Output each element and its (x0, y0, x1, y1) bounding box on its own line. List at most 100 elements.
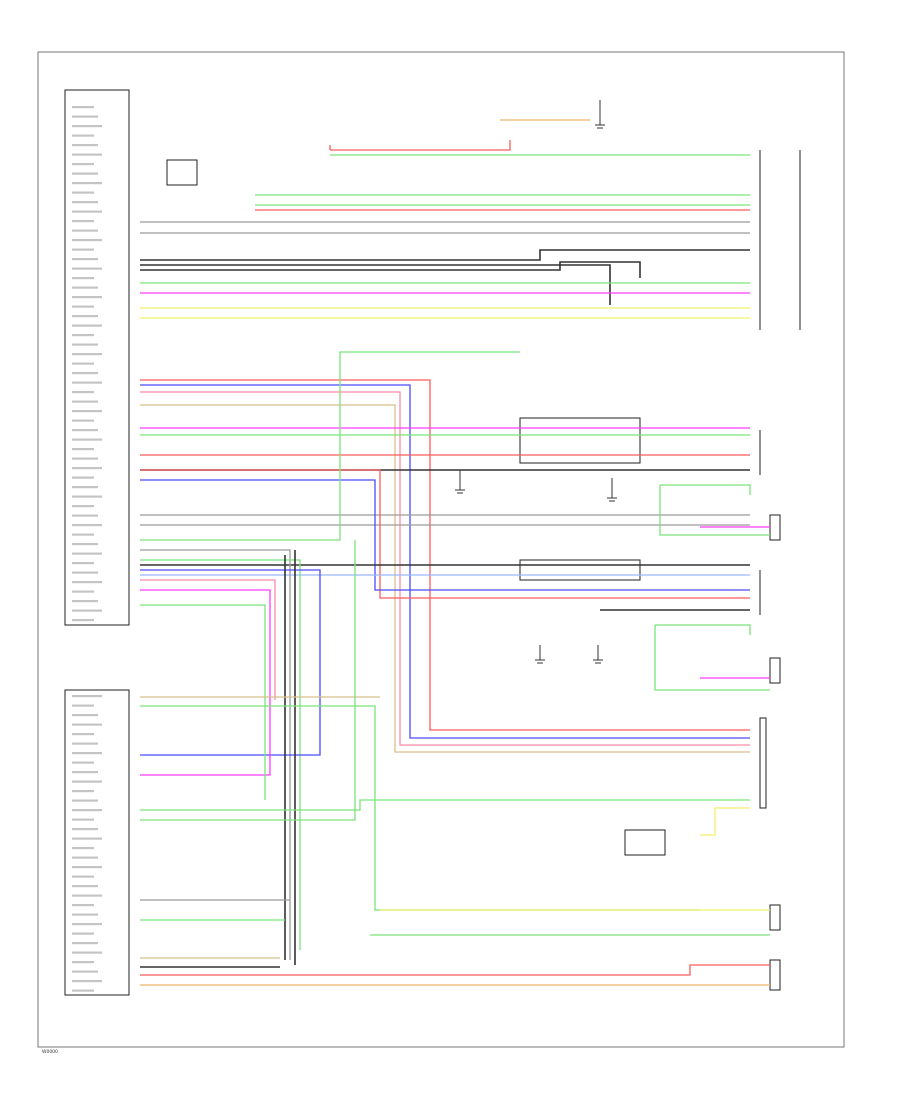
pin-label-mark (72, 486, 98, 489)
pin-label-mark (72, 752, 102, 755)
pin-label-mark (72, 248, 94, 251)
right-tweeter-symbol (769, 657, 781, 684)
right-rear-speaker-symbol (769, 959, 781, 991)
pin-label-mark (72, 989, 94, 992)
pin-label-mark (72, 391, 94, 394)
pin-label-mark (72, 809, 102, 812)
pin-label-mark (72, 581, 102, 584)
pin-label-mark (72, 885, 98, 888)
pin-label-mark (72, 381, 102, 384)
wire-32 (654, 624, 770, 691)
pin-label-mark (72, 134, 94, 137)
pin-label-mark (72, 400, 98, 403)
wire-37 (140, 569, 321, 756)
left-tweeter-symbol (769, 514, 781, 541)
pin-label-mark (72, 847, 94, 850)
pin-label-mark (72, 932, 94, 935)
pin-label-mark (72, 125, 102, 128)
pin-label-mark (72, 714, 98, 717)
pin-label-mark (72, 353, 102, 356)
pin-label-mark (72, 372, 98, 375)
wire-16 (140, 384, 750, 739)
pin-label-mark (72, 818, 94, 821)
pin-label-mark (72, 923, 102, 926)
pin-label-mark (72, 619, 94, 622)
pin-label-mark (72, 904, 94, 907)
wire-53 (700, 807, 750, 836)
pin-label-mark (72, 229, 98, 232)
pin-label-mark (72, 410, 102, 413)
relay-box-upper (519, 417, 641, 464)
pin-label-mark (72, 552, 102, 555)
pin-label-mark (72, 457, 98, 460)
pin-label-mark (72, 913, 98, 916)
ground-symbols (455, 100, 617, 664)
pin-label-mark (72, 828, 98, 831)
wires-group (140, 119, 770, 986)
navigation-unit-box (64, 89, 130, 626)
pin-label-mark (72, 733, 94, 736)
pin-label-mark (72, 362, 94, 365)
wire-25 (140, 469, 750, 599)
pin-label-mark (72, 467, 102, 470)
pin-label-mark (72, 533, 94, 536)
pin-label-mark (72, 970, 98, 973)
pin-label-mark (72, 980, 102, 983)
pin-label-mark (72, 286, 98, 289)
pin-label-mark (72, 258, 98, 261)
pin-label-mark (72, 600, 98, 603)
pin-label-mark (72, 163, 94, 166)
wire-51 (140, 964, 770, 976)
pin-label-mark (72, 543, 98, 546)
pin-label-mark (72, 961, 94, 964)
pin-label-mark (72, 609, 102, 612)
wire-31 (659, 484, 770, 536)
pin-label-mark (72, 334, 94, 337)
wire-0 (329, 140, 511, 151)
relay-box-lower (519, 559, 641, 581)
pin-label-mark (72, 182, 102, 185)
pin-label-mark (72, 942, 98, 945)
pin-label-mark (72, 866, 102, 869)
pin-label-mark (72, 951, 102, 954)
wire-5 (140, 249, 750, 261)
clock-spring-box (624, 829, 666, 856)
pin-label-mark (72, 799, 98, 802)
pin-label-mark (72, 780, 102, 783)
pin-label-mark (72, 524, 102, 527)
pin-label-mark (72, 144, 98, 147)
pin-label-mark (72, 505, 94, 508)
label-marks-group (72, 106, 102, 992)
wire-7 (140, 261, 641, 278)
pin-label-mark (72, 771, 98, 774)
wire-15 (140, 379, 750, 731)
pin-label-mark (72, 495, 102, 498)
wire-45 (140, 540, 356, 821)
diagram-code: W0000 (42, 1049, 58, 1055)
pin-label-mark (72, 438, 102, 441)
pin-label-mark (72, 590, 94, 593)
wire-40 (140, 604, 266, 800)
pin-label-mark (72, 220, 94, 223)
pin-label-mark (72, 856, 98, 859)
pin-label-mark (72, 153, 102, 156)
pin-label-mark (72, 742, 98, 745)
audio-unit-bracket (759, 150, 801, 330)
wire-17 (140, 391, 750, 746)
pin-label-mark (72, 419, 94, 422)
pin-label-mark (72, 695, 102, 698)
wire-44 (140, 705, 700, 911)
pin-label-mark (72, 267, 102, 270)
pin-label-mark (72, 239, 102, 242)
pin-label-mark (72, 875, 94, 878)
wire-46 (140, 799, 750, 811)
pin-label-mark (72, 296, 102, 299)
wire-35 (140, 549, 291, 960)
pin-label-mark (72, 837, 102, 840)
amplifier-box (64, 689, 130, 996)
wire-18 (140, 404, 750, 753)
wire-30 (140, 351, 520, 541)
antenna-amp-box (166, 159, 198, 186)
pin-label-mark (72, 514, 98, 517)
pin-label-mark (72, 448, 94, 451)
